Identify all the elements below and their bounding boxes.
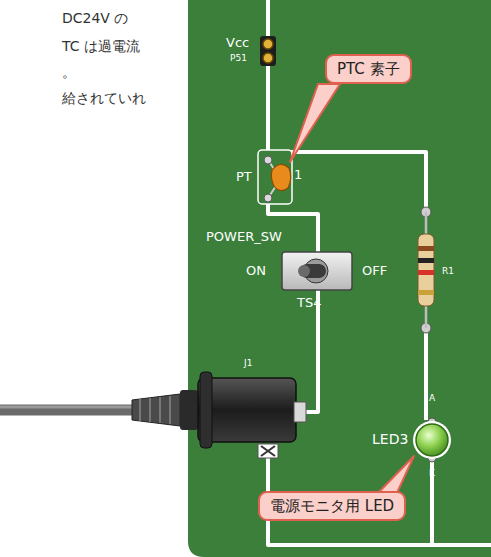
callout-pointer: [376, 456, 414, 495]
pin-name: K: [429, 468, 435, 478]
pcb-board: [188, 0, 491, 557]
part-ref: 1: [294, 168, 302, 183]
part-ref: PT: [236, 170, 252, 185]
pcb-traces: [268, 0, 491, 545]
callout-pointer: [290, 84, 340, 162]
ptc-thermistor: [258, 150, 292, 204]
callout-text: 電源モニタ用 LED: [270, 497, 394, 515]
body-text: TC は過電流: [62, 38, 140, 54]
body-text: 。: [62, 64, 76, 80]
part-ref: TS4: [297, 296, 321, 311]
resistor-symbol: [418, 207, 434, 333]
part-ref: P51: [230, 53, 247, 63]
callout-box: 電源モニタ用 LED: [258, 491, 406, 521]
body-text: 給されていれ: [62, 90, 146, 106]
connector-name: Vcc: [226, 36, 249, 51]
callout-box: PTC 素子: [325, 54, 412, 84]
switch-position: OFF: [362, 264, 387, 279]
part-ref: LED3: [372, 431, 408, 447]
vcc-header: [260, 36, 276, 66]
part-ref: J1: [244, 358, 252, 368]
toggle-switch: [282, 252, 352, 290]
signal-name: POWER_SW: [206, 230, 282, 245]
dc-jack: [0, 372, 306, 458]
body-text: DC24V の: [62, 10, 128, 26]
switch-position: ON: [246, 264, 266, 279]
callout-text: PTC 素子: [337, 60, 400, 78]
pin-name: A: [429, 393, 435, 403]
part-ref: R1: [442, 266, 454, 276]
led-symbol: [413, 418, 451, 462]
